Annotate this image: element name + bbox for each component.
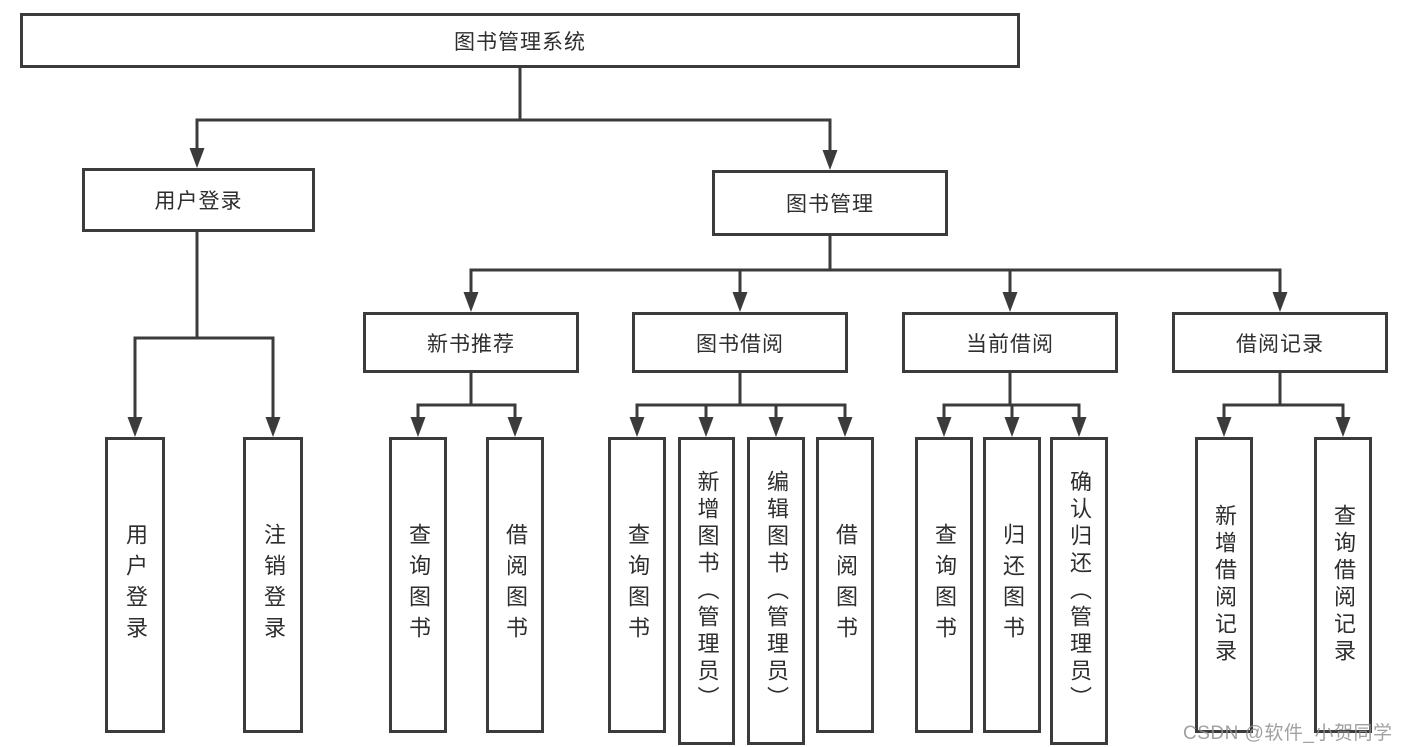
leaf-newbooks-query-books-label: 查询图书 xyxy=(406,523,431,647)
node-borrow-records: 借阅记录 xyxy=(1172,312,1388,373)
leaf-borrow-add-books-admin: 新增图书（管理员） xyxy=(678,437,735,745)
leaf-user-login: 用户登录 xyxy=(105,437,165,733)
node-borrow-records-label: 借阅记录 xyxy=(1236,332,1324,356)
node-book-management-label: 图书管理 xyxy=(786,193,874,216)
leaf-borrow-query-books: 查询图书 xyxy=(608,437,666,733)
leaf-user-login-label: 用户登录 xyxy=(123,523,148,647)
leaf-current-return-books-label: 归还图书 xyxy=(1000,523,1025,647)
leaf-current-query-books-label: 查询图书 xyxy=(932,523,957,647)
leaf-borrow-edit-books-admin: 编辑图书（管理员） xyxy=(747,437,805,745)
leaf-records-add-record: 新增借阅记录 xyxy=(1195,437,1253,733)
leaf-records-query-record-label: 查询借阅记录 xyxy=(1331,504,1356,666)
leaf-records-query-record: 查询借阅记录 xyxy=(1314,437,1372,733)
leaf-current-confirm-return-admin-label: 确认归还（管理员） xyxy=(1067,469,1092,713)
leaf-records-add-record-label: 新增借阅记录 xyxy=(1212,504,1237,666)
node-current-borrow-label: 当前借阅 xyxy=(966,332,1054,356)
csdn-watermark: CSDN @软件_小贺同学 xyxy=(1183,723,1393,744)
node-new-book-recommend: 新书推荐 xyxy=(363,312,579,373)
leaf-borrow-borrow-books: 借阅图书 xyxy=(816,437,874,733)
leaf-newbooks-borrow-books: 借阅图书 xyxy=(486,437,544,733)
leaf-borrow-borrow-books-label: 借阅图书 xyxy=(833,523,858,647)
leaf-borrow-edit-books-admin-label: 编辑图书（管理员） xyxy=(764,469,789,713)
leaf-borrow-query-books-label: 查询图书 xyxy=(625,523,650,647)
node-root-label: 图书管理系统 xyxy=(454,30,586,54)
leaf-newbooks-borrow-books-label: 借阅图书 xyxy=(503,523,528,647)
leaf-current-confirm-return-admin: 确认归还（管理员） xyxy=(1050,437,1108,745)
node-book-borrow: 图书借阅 xyxy=(632,312,848,373)
leaf-current-query-books: 查询图书 xyxy=(915,437,973,733)
node-user-login: 用户登录 xyxy=(82,168,315,232)
leaf-newbooks-query-books: 查询图书 xyxy=(389,437,447,733)
node-new-book-recommend-label: 新书推荐 xyxy=(427,332,515,356)
node-root: 图书管理系统 xyxy=(20,13,1020,68)
leaf-borrow-add-books-admin-label: 新增图书（管理员） xyxy=(694,469,720,713)
node-book-management: 图书管理 xyxy=(712,170,948,236)
leaf-current-return-books: 归还图书 xyxy=(983,437,1041,733)
node-user-login-label: 用户登录 xyxy=(154,190,243,213)
node-current-borrow: 当前借阅 xyxy=(902,312,1118,373)
arrowhead-icons xyxy=(127,148,1351,437)
node-book-borrow-label: 图书借阅 xyxy=(696,332,784,356)
leaf-logout: 注销登录 xyxy=(243,437,303,733)
leaf-logout-label: 注销登录 xyxy=(261,523,286,647)
